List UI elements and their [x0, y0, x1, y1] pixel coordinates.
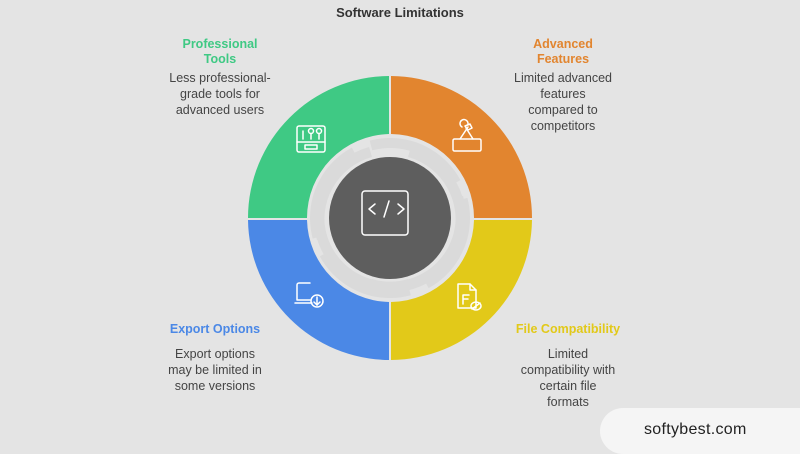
description-file-compatibility: Limited compatibility with certain file … — [520, 347, 616, 409]
heading-export-options: Export Options — [169, 322, 261, 336]
description-professional-tools: Less professional- grade tools for advan… — [169, 71, 271, 117]
label-professional-tools: Professional Tools Less professional- gr… — [150, 37, 290, 118]
heading-professional-tools: Professional Tools — [182, 37, 258, 66]
label-file-compatibility: File Compatibility Limited compatibility… — [498, 322, 638, 410]
label-advanced-features: Advanced Features Limited advanced featu… — [493, 37, 633, 134]
tools-icon — [452, 118, 482, 152]
description-advanced-features: Limited advanced features compared to co… — [514, 71, 612, 133]
description-export-options: Export options may be limited in some ve… — [168, 347, 262, 393]
export-icon — [294, 282, 324, 308]
segment-export-options[interactable] — [248, 220, 389, 360]
heading-advanced-features: Advanced Features — [533, 37, 593, 66]
center-circle — [329, 157, 451, 279]
inner-ring-track — [310, 138, 470, 298]
segment-file-compatibility[interactable] — [391, 220, 532, 360]
label-export-options: Export Options Export options may be lim… — [145, 322, 285, 394]
segment-professional-tools[interactable] — [248, 76, 389, 218]
code-icon — [361, 190, 409, 236]
page-title: Software Limitations — [336, 5, 464, 20]
heading-file-compatibility: File Compatibility — [515, 322, 621, 336]
watermark-badge: softybest.com — [600, 408, 800, 454]
watermark-text: softybest.com — [644, 421, 747, 438]
file-format-icon — [457, 283, 482, 311]
segment-advanced-features[interactable] — [391, 76, 532, 218]
toolbox-icon — [296, 125, 326, 153]
